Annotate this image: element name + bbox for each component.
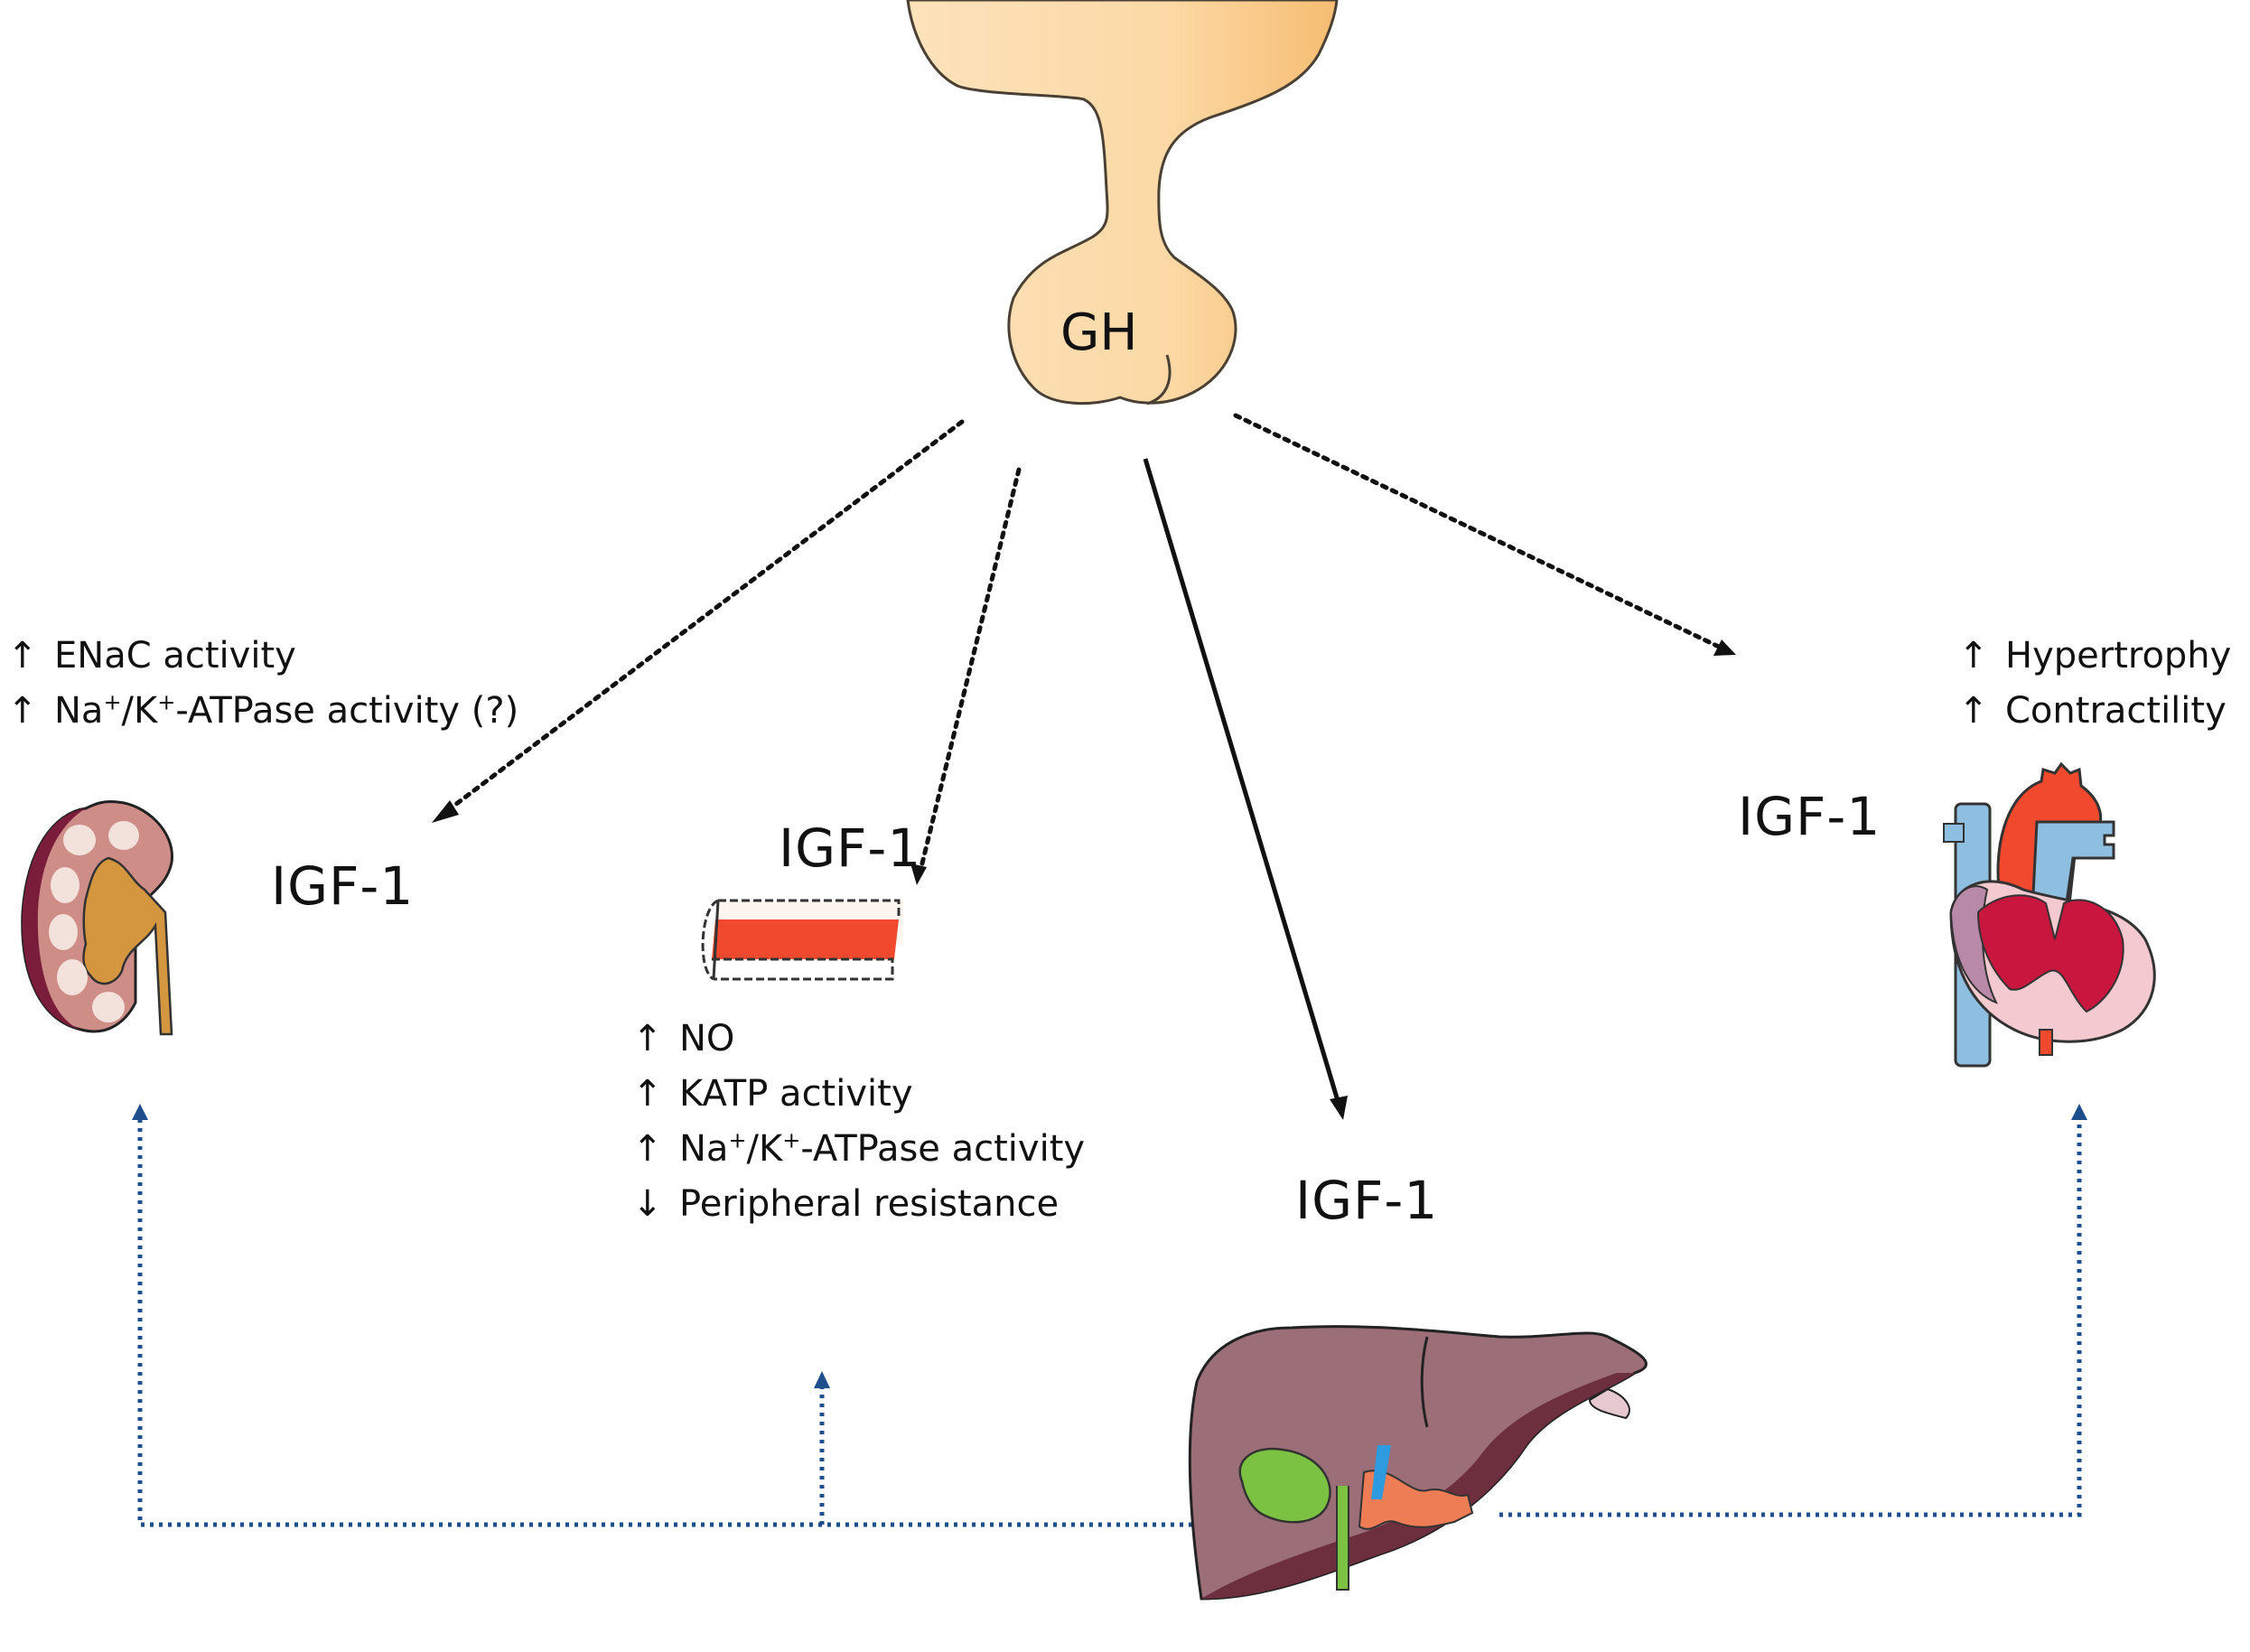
effect-text: Na+/K+-ATPase activity (?) [54, 689, 519, 732]
feedback-kidney-arrowhead [132, 1104, 148, 1120]
vessel-effect-item: ↑ NO [632, 1012, 1085, 1067]
effect-text: Peripheral resistance [679, 1183, 1060, 1225]
gh-to-kidney-arrow [432, 419, 965, 823]
vessel-effect-item: ↓ Peripheral resistance [632, 1177, 1085, 1232]
gh-to-liver-arrow [1143, 458, 1348, 1120]
effect-text: Hypertrophy [2005, 635, 2232, 677]
heart-igf1-label: IGF-1 [1738, 786, 1881, 847]
liver-feedback-connectors [137, 1120, 2082, 1527]
vessel-igf1-label: IGF-1 [779, 817, 922, 879]
up-arrow-icon: ↑ [7, 690, 38, 732]
kidney-igf1-label: IGF-1 [271, 855, 415, 917]
gh-to-vessel-arrow [910, 467, 1022, 885]
effect-text: ENaC activity [54, 635, 296, 677]
vessel-effect-item: ↑ KATP activity [632, 1067, 1085, 1122]
up-arrow-icon: ↑ [7, 635, 38, 677]
up-arrow-icon: ↑ [632, 1018, 663, 1059]
effect-text: Contractility [2005, 690, 2227, 732]
up-arrow-icon: ↑ [1958, 690, 1989, 732]
liver-igf1-label: IGF-1 [1295, 1170, 1439, 1231]
heart-effects-list: ↑ Hypertrophy ↑ Contractility [1958, 629, 2231, 739]
heart-effect-item: ↑ Hypertrophy [1958, 629, 2231, 684]
kidney-illustration [21, 800, 173, 1036]
gh-label: GH [1060, 303, 1138, 362]
effect-text: NO [679, 1018, 735, 1059]
blood-vessel-illustration [701, 899, 903, 981]
heart-illustration [1943, 761, 2156, 1068]
feedback-heart-arrowhead [2071, 1104, 2087, 1120]
feedback-to-heart-line [1499, 1120, 2082, 1517]
heart-effect-item: ↑ Contractility [1958, 684, 2231, 739]
up-arrow-icon: ↑ [1958, 635, 1989, 677]
liver-illustration [1188, 1325, 1648, 1601]
down-arrow-icon: ↓ [632, 1183, 663, 1225]
pituitary-gland-illustration [906, 0, 1339, 406]
vessel-effects-list: ↑ NO ↑ KATP activity ↑ Na+/K+-ATPase activi… [632, 1012, 1085, 1232]
kidney-effects-list: ↑ ENaC activity ↑ Na+/K+-ATPase activity (… [7, 629, 518, 739]
vessel-effect-item: ↑ Na+/K+-ATPase activity [632, 1122, 1085, 1177]
up-arrow-icon: ↑ [632, 1073, 663, 1115]
effect-text: KATP activity [679, 1073, 913, 1115]
feedback-to-kidney-line [137, 1120, 1192, 1527]
kidney-effect-item: ↑ Na+/K+-ATPase activity (?) [7, 684, 518, 739]
feedback-vessel-arrowhead [814, 1371, 830, 1388]
effect-text: Na+/K+-ATPase activity [679, 1127, 1086, 1170]
gh-to-heart-arrow [1233, 413, 1736, 656]
up-arrow-icon: ↑ [632, 1128, 663, 1170]
kidney-effect-item: ↑ ENaC activity [7, 629, 518, 684]
